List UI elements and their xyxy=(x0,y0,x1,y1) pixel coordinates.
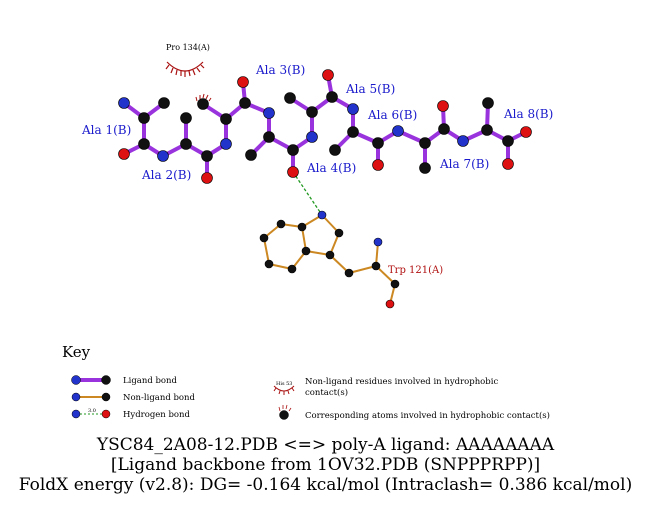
atom-o xyxy=(520,126,532,138)
atom-c xyxy=(264,259,274,269)
residue-label-ala1: Ala 1(B) xyxy=(81,123,131,137)
atom-c xyxy=(263,131,275,143)
atom-c xyxy=(502,135,514,147)
atom-c xyxy=(438,123,450,135)
key-hydrophobic-arc-icon xyxy=(273,385,295,395)
atom-c xyxy=(245,149,257,161)
atom-c xyxy=(284,92,296,104)
atom-c xyxy=(325,250,335,260)
hydrophobic-contact-pro134 xyxy=(165,61,205,77)
hydrophobic-contact-atom-spokes xyxy=(195,93,212,102)
key: Key Ligand bond Non-ligand bond 3.0 Hydr… xyxy=(62,343,550,421)
atom-c xyxy=(482,97,494,109)
atom-c xyxy=(326,91,338,103)
atom-c xyxy=(334,228,344,238)
key-nonligand-bond-label: Non-ligand bond xyxy=(123,393,195,403)
atom-c xyxy=(481,124,493,136)
atom-c xyxy=(180,112,192,124)
residue-label-ala8: Ala 8(B) xyxy=(503,107,553,121)
atom-c xyxy=(158,97,170,109)
hydrogen-bond xyxy=(292,171,323,216)
atom-n xyxy=(347,103,359,115)
atom-n xyxy=(220,138,232,150)
key-title: Key xyxy=(62,343,91,361)
atom-o xyxy=(502,158,514,170)
atom-c xyxy=(138,138,150,150)
key-contact-atom-spokes xyxy=(278,404,292,412)
atom-o xyxy=(118,148,130,160)
residue-label-ala3: Ala 3(B) xyxy=(255,63,305,77)
atom-n xyxy=(263,107,275,119)
key-hbond-distance: 3.0 xyxy=(88,408,96,414)
atom-o xyxy=(322,69,334,81)
atom-c xyxy=(259,233,269,243)
key-nonligand-atom-c xyxy=(101,392,111,402)
key-corresponding-atoms-label: Corresponding atoms involved in hydropho… xyxy=(305,410,550,421)
atom-o xyxy=(287,166,299,178)
key-ligand-atom-n xyxy=(71,375,81,385)
key-hydrophobic-residues-label-1: Non-ligand residues involved in hydropho… xyxy=(305,377,498,387)
caption-line-2: [Ligand backbone from 1OV32.PDB (SNPPPRP… xyxy=(110,455,541,475)
residue-label-ala7: Ala 7(B) xyxy=(439,157,489,171)
residue-label-ala2: Ala 2(B) xyxy=(141,168,191,182)
atom-c xyxy=(297,222,307,232)
atom-c xyxy=(344,268,354,278)
key-ligand-atom-c xyxy=(101,375,111,385)
atom-c xyxy=(306,106,318,118)
atom-n xyxy=(157,150,169,162)
atom-c xyxy=(197,98,209,110)
atom-n xyxy=(306,131,318,143)
atom-c xyxy=(301,246,311,256)
key-hydrophobic-residues-label-2: contact(s) xyxy=(305,387,348,398)
atom-o xyxy=(385,299,395,309)
atom-c xyxy=(287,264,297,274)
nonligand-bonds xyxy=(263,214,396,305)
atom-n xyxy=(317,210,327,220)
key-contact-atom xyxy=(279,410,289,420)
atoms xyxy=(118,69,532,309)
atom-n xyxy=(457,135,469,147)
atom-c xyxy=(201,150,213,162)
atom-c xyxy=(372,137,384,149)
caption-line-1: YSC84_2A08-12.PDB <=> poly-A ligand: AAA… xyxy=(96,435,555,455)
atom-c xyxy=(287,144,299,156)
atom-c xyxy=(220,113,232,125)
residue-label-pro134: Pro 134(A) xyxy=(166,43,210,52)
atom-c xyxy=(239,97,251,109)
atom-n xyxy=(392,125,404,137)
atom-o xyxy=(372,159,384,171)
residue-label-ala5: Ala 5(B) xyxy=(345,82,395,96)
caption-line-3: FoldX energy (v2.8): DG= -0.164 kcal/mol… xyxy=(18,475,633,495)
atom-o xyxy=(237,76,249,88)
atom-o xyxy=(201,172,213,184)
atom-c xyxy=(390,279,400,289)
atom-c xyxy=(419,162,431,174)
key-ligand-bond-label: Ligand bond xyxy=(123,376,178,386)
residue-label-ala4: Ala 4(B) xyxy=(306,161,356,175)
residue-label-ala6: Ala 6(B) xyxy=(367,108,417,122)
residue-label-trp121: Trp 121(A) xyxy=(388,265,443,276)
atom-c xyxy=(276,219,286,229)
key-hbond-atom-o xyxy=(101,409,111,419)
atom-c xyxy=(138,112,150,124)
atom-n xyxy=(118,97,130,109)
key-hbond-atom-n xyxy=(71,409,81,419)
atom-c xyxy=(329,144,341,156)
atom-c xyxy=(419,137,431,149)
atom-o xyxy=(437,100,449,112)
atom-c xyxy=(347,126,359,138)
key-nonligand-atom-n xyxy=(71,392,81,402)
key-his-example-label: His 53 xyxy=(276,381,292,387)
atom-c xyxy=(180,138,192,150)
key-hydrogen-bond-label: Hydrogen bond xyxy=(123,410,191,420)
atom-n xyxy=(373,237,383,247)
atom-c xyxy=(371,261,381,271)
